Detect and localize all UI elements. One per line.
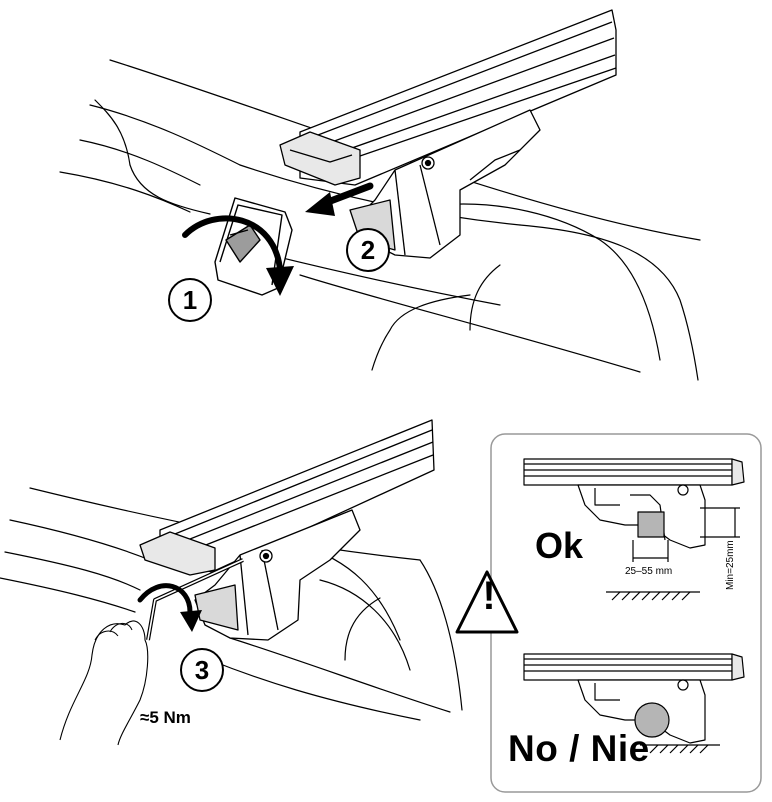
warning-triangle-icon bbox=[455, 570, 519, 634]
torque-label: ≈5 Nm bbox=[140, 708, 191, 727]
crossbar-top bbox=[299, 9, 617, 186]
no-label: No / Nie bbox=[508, 728, 650, 769]
width-range-label: 25–55 mm bbox=[625, 566, 673, 577]
rotate-arrow-3 bbox=[137, 583, 193, 615]
warning-exclamation: ! bbox=[482, 574, 496, 618]
no-round-rail bbox=[634, 702, 670, 738]
min-height-label: Min=25mm bbox=[725, 540, 736, 590]
ok-label: Ok bbox=[535, 525, 584, 566]
ok-crossbar bbox=[523, 458, 733, 486]
hand bbox=[59, 620, 149, 746]
ok-rail-profile bbox=[637, 511, 665, 538]
rotate-arrow-1 bbox=[182, 215, 283, 273]
step-1-label: 1 bbox=[168, 278, 212, 322]
step-3-label: 3 bbox=[180, 648, 224, 692]
no-crossbar bbox=[523, 653, 733, 681]
step-2-label: 2 bbox=[346, 228, 390, 272]
